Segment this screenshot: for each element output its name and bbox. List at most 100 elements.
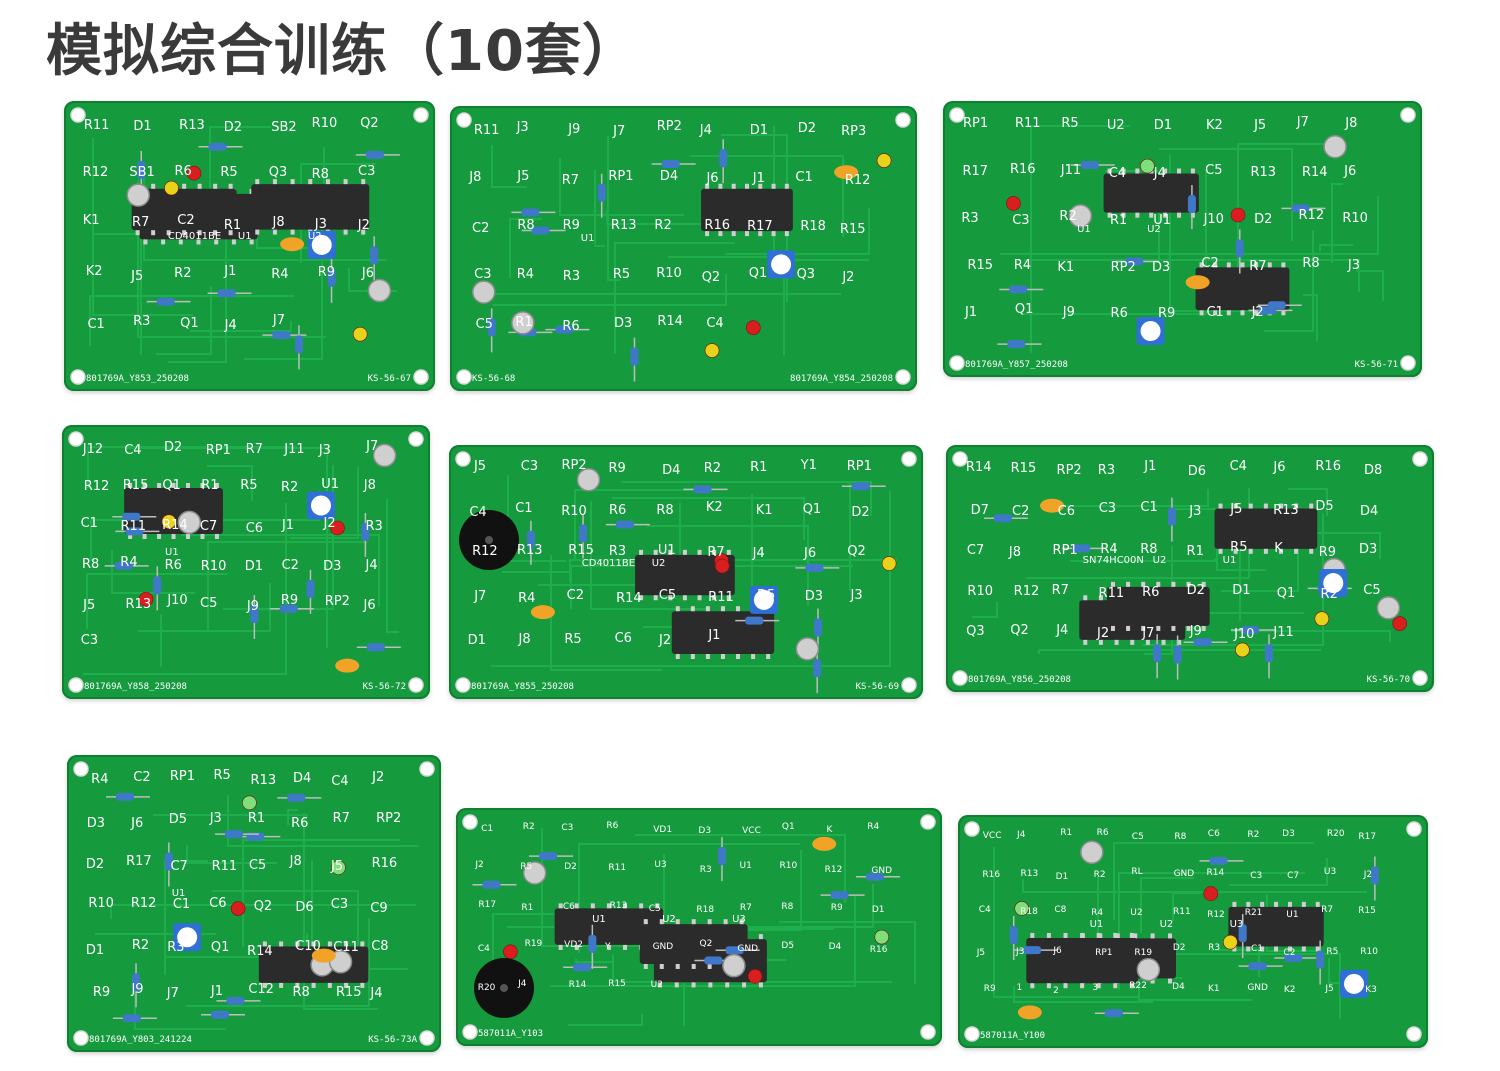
- mounting-hole-icon: [949, 107, 965, 123]
- ic-pin-icon: [606, 944, 611, 950]
- component-designator: RP1: [169, 768, 196, 784]
- component-designator: J4: [1017, 829, 1026, 840]
- ic-pin-icon: [1240, 262, 1245, 268]
- component-designator: R4: [91, 772, 109, 788]
- mounting-hole-icon: [455, 677, 471, 693]
- component-designator: R10: [656, 266, 682, 282]
- ic-chip-icon: [701, 188, 793, 232]
- copper-trace: [386, 499, 399, 633]
- copper-trace: [612, 497, 805, 540]
- copper-trace: [1020, 170, 1207, 315]
- ic-pin-icon: [691, 963, 696, 969]
- board-artwork: [70, 107, 429, 385]
- component-designator: Y: [605, 942, 611, 953]
- component-designator: J5: [1230, 502, 1243, 518]
- led-icon: [704, 343, 720, 358]
- ic-marking: U1: [592, 914, 606, 926]
- component-designator: R12: [1207, 909, 1225, 920]
- copper-trace: [635, 834, 846, 903]
- ic-pin-icon: [1168, 978, 1173, 984]
- component-designator: R2: [654, 217, 672, 233]
- component-designator: R22: [1129, 981, 1147, 992]
- ic-pin-icon: [668, 595, 673, 601]
- copper-trace: [134, 976, 226, 1030]
- component-designator: J5: [1254, 117, 1267, 133]
- ic-pin-icon: [1254, 310, 1259, 316]
- component-designator: Y1: [800, 458, 817, 474]
- component-designator: J1: [752, 171, 765, 187]
- ic-pin-icon: [1278, 548, 1283, 554]
- ic-pin-icon: [705, 606, 710, 612]
- component-designator: R17: [962, 164, 989, 180]
- component-designator: J10: [1234, 626, 1255, 642]
- ic-pin-icon: [1232, 946, 1237, 952]
- trimmer-knob-icon: [177, 927, 198, 948]
- mounting-hole-icon: [949, 355, 965, 371]
- resistor-icon: [983, 514, 1028, 523]
- component-designator: D1: [133, 118, 152, 134]
- electrolytic-capacitor-icon: [1068, 204, 1093, 228]
- component-designator: R3: [1208, 942, 1221, 953]
- ic-pin-icon: [1115, 933, 1120, 939]
- led-icon: [876, 153, 892, 168]
- component-designator: R1: [223, 217, 242, 233]
- mounting-hole-icon: [70, 369, 86, 385]
- board-code: 801769A_Y803_241224: [89, 1035, 192, 1045]
- resistor-icon: [841, 482, 886, 491]
- ic-pin-icon: [272, 179, 277, 185]
- copper-trace: [90, 519, 320, 561]
- component-designator: D2: [797, 121, 817, 137]
- ic-pin-icon: [1135, 212, 1140, 218]
- copper-trace: [570, 565, 853, 594]
- led-icon: [1230, 207, 1246, 223]
- component-designator: K: [826, 824, 833, 835]
- component-designator: RP2: [376, 810, 402, 826]
- ic-pin-icon: [736, 654, 741, 660]
- led-icon: [1392, 616, 1408, 631]
- mounting-hole-icon: [920, 1024, 936, 1040]
- ic-marking: SN74HC00N: [1082, 555, 1144, 567]
- ic-marking: U1: [580, 233, 595, 245]
- ic-pin-icon: [1232, 901, 1237, 907]
- component-designator: J12: [82, 442, 104, 458]
- component-designator: Q2: [847, 543, 866, 559]
- component-designator: R10: [561, 504, 587, 520]
- mounting-hole-icon: [964, 1026, 980, 1042]
- resistor-icon: [1281, 204, 1326, 213]
- resistor-icon: [545, 325, 590, 334]
- page-title: 模拟综合训练（10套）: [46, 19, 639, 84]
- component-designator: D8: [1364, 462, 1383, 478]
- mounting-hole-icon: [456, 369, 472, 385]
- component-designator: K2: [705, 500, 723, 516]
- ic-pin-icon: [1260, 946, 1265, 952]
- component-designator: RP1: [1052, 542, 1078, 558]
- board-artwork: [462, 814, 936, 1040]
- component-designator: J4: [1056, 623, 1069, 639]
- ic-pin-icon: [758, 231, 763, 237]
- component-designator: R14: [162, 518, 188, 534]
- copper-trace: [779, 921, 916, 984]
- ic-pin-icon: [1177, 639, 1182, 645]
- ic-marking: U2: [307, 230, 322, 242]
- ic-pin-icon: [228, 230, 233, 236]
- led-icon: [874, 929, 890, 945]
- component-designator: J7: [1142, 625, 1155, 641]
- component-designator: RP3: [841, 123, 867, 139]
- ic-pin-icon: [1080, 932, 1085, 938]
- led-icon: [161, 514, 177, 529]
- copper-trace: [1264, 230, 1314, 332]
- ic-pin-icon: [308, 179, 313, 185]
- component-designator: C1: [80, 516, 98, 532]
- component-designator: R3: [167, 940, 185, 956]
- ic-pin-icon: [361, 179, 366, 185]
- copper-trace: [207, 541, 367, 630]
- component-designator: R2: [522, 821, 535, 832]
- ic-pin-icon: [558, 944, 563, 950]
- ic-pin-icon: [214, 533, 219, 539]
- trimmer-knob-icon: [311, 234, 332, 255]
- resistor-icon: [605, 520, 650, 529]
- component-designator: R14: [1302, 164, 1328, 180]
- component-designator: R10: [779, 861, 798, 872]
- copper-trace: [1138, 983, 1252, 1001]
